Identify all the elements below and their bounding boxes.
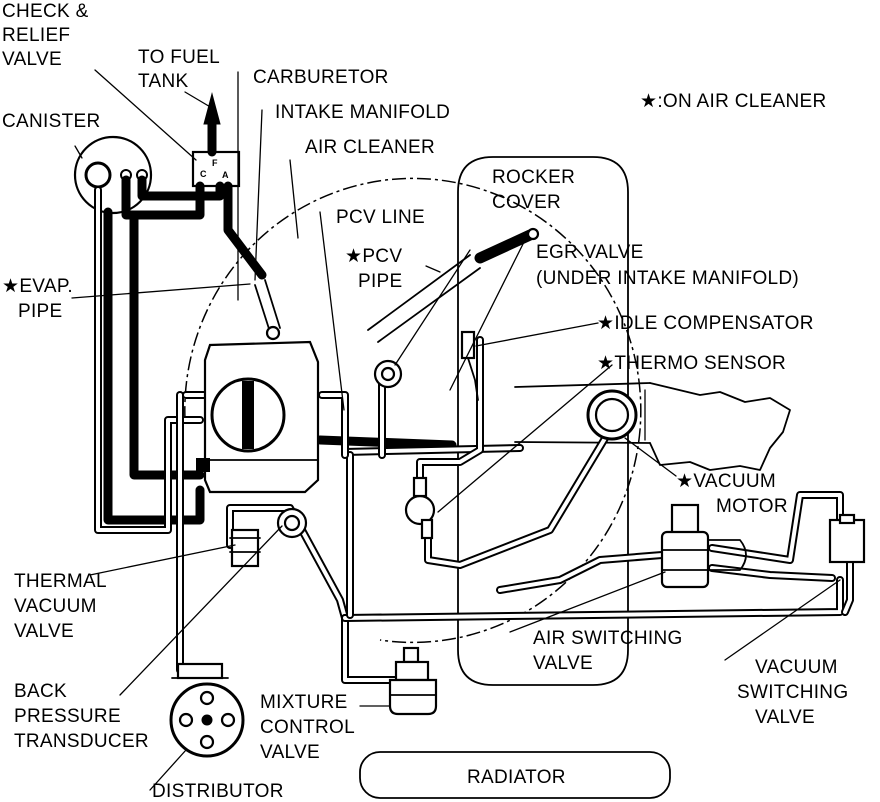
label-carburetor: CARBURETOR (253, 67, 389, 88)
idle-compensator (460, 330, 479, 401)
svg-text:★PCV: ★PCV (345, 246, 402, 267)
label-to-fuel-tank: TO FUEL TANK (138, 47, 220, 92)
thermal-vacuum-valve (229, 507, 308, 568)
leader-lines (71, 69, 841, 791)
label-air-cleaner: AIR CLEANER (305, 137, 435, 158)
svg-text:VALVE: VALVE (14, 621, 74, 642)
vacuum-tubes (94, 186, 854, 684)
valve-port-a: A (222, 170, 229, 180)
label-egr-valve: EGR VALVE (UNDER INTAKE MANIFOLD) (536, 242, 799, 289)
svg-text:PIPE: PIPE (18, 301, 63, 322)
svg-text:SWITCHING: SWITCHING (737, 682, 848, 703)
valve-port-f: F (212, 158, 218, 168)
label-air-switching-valve: AIR SWITCHING VALVE (533, 628, 683, 674)
label-idle-compensator: ★IDLE COMPENSATOR (597, 313, 814, 334)
label-pcv-pipe: ★PCV PIPE (345, 246, 403, 292)
svg-text:VALVE: VALVE (755, 707, 815, 728)
label-radiator: RADIATOR (467, 767, 566, 788)
svg-text:COVER: COVER (492, 192, 561, 213)
svg-text:VACUUM: VACUUM (14, 596, 97, 617)
to-fuel-tank-arrow (203, 92, 221, 157)
svg-text:MIXTURE: MIXTURE (260, 692, 348, 713)
label-on-air-cleaner-legend: ★:ON AIR CLEANER (640, 91, 827, 112)
label-evap-pipe: ★EVAP. PIPE (2, 276, 73, 322)
mixture-control-valve (388, 646, 438, 716)
svg-text:★VACUUM: ★VACUUM (676, 471, 776, 492)
svg-text:VALVE: VALVE (260, 742, 320, 763)
label-pcv-line: PCV LINE (336, 207, 425, 228)
svg-text:TANK: TANK (138, 71, 188, 92)
svg-text:EGR VALVE: EGR VALVE (536, 242, 644, 263)
svg-text:CHECK &: CHECK & (2, 1, 89, 22)
svg-text:THERMAL: THERMAL (14, 571, 107, 592)
svg-text:★EVAP.: ★EVAP. (2, 276, 73, 297)
canister (73, 135, 153, 215)
radiator-box (359, 751, 671, 799)
label-back-pressure-transducer: BACK PRESSURE TRANSDUCER (14, 681, 149, 752)
svg-text:VALVE: VALVE (533, 653, 593, 674)
svg-text:MOTOR: MOTOR (716, 496, 788, 517)
svg-text:AIR SWITCHING: AIR SWITCHING (533, 628, 683, 649)
air-cleaner-snorkel (514, 382, 791, 471)
label-vacuum-motor: ★VACUUM MOTOR (676, 471, 788, 517)
svg-text:TO FUEL: TO FUEL (138, 47, 220, 68)
svg-text:VACUUM: VACUUM (755, 657, 838, 678)
label-rocker-cover: ROCKER COVER (492, 167, 575, 213)
svg-text:RELIEF: RELIEF (2, 25, 70, 46)
air-switching-valve (660, 503, 747, 589)
svg-text:VALVE: VALVE (2, 49, 62, 70)
back-pressure-transducer (171, 662, 229, 680)
svg-text:PRESSURE: PRESSURE (14, 706, 121, 727)
distributor (169, 682, 245, 758)
svg-text:(UNDER INTAKE MANIFOLD): (UNDER INTAKE MANIFOLD) (536, 268, 799, 289)
label-distributor: DISTRIBUTOR (152, 781, 284, 802)
carburetor (196, 340, 320, 494)
svg-text:ROCKER: ROCKER (492, 167, 575, 188)
valve-port-c: C (200, 169, 207, 179)
svg-text:CONTROL: CONTROL (260, 717, 355, 738)
vacuum-switching-valve (828, 513, 866, 564)
svg-text:PIPE: PIPE (358, 271, 403, 292)
label-check-relief-valve: CHECK & RELIEF VALVE (2, 1, 89, 70)
label-mixture-control-valve: MIXTURE CONTROL VALVE (260, 692, 355, 763)
label-thermo-sensor: ★THERMO SENSOR (597, 353, 786, 374)
egr-valve-symbol (404, 476, 436, 540)
label-thermal-vacuum-valve: THERMAL VACUUM VALVE (14, 571, 107, 642)
label-intake-manifold: INTAKE MANIFOLD (275, 102, 450, 123)
label-vacuum-switching-valve: VACUUM SWITCHING VALVE (737, 657, 848, 728)
check-relief-valve: C F A (191, 150, 241, 188)
thermo-sensor (586, 389, 638, 441)
pcv-and-egr-pipes (254, 227, 540, 343)
label-canister: CANISTER (2, 111, 100, 132)
rocker-cover-outline (457, 156, 629, 686)
svg-text:TRANSDUCER: TRANSDUCER (14, 731, 149, 752)
pcv-fitting (373, 359, 403, 389)
svg-text:BACK: BACK (14, 681, 67, 702)
